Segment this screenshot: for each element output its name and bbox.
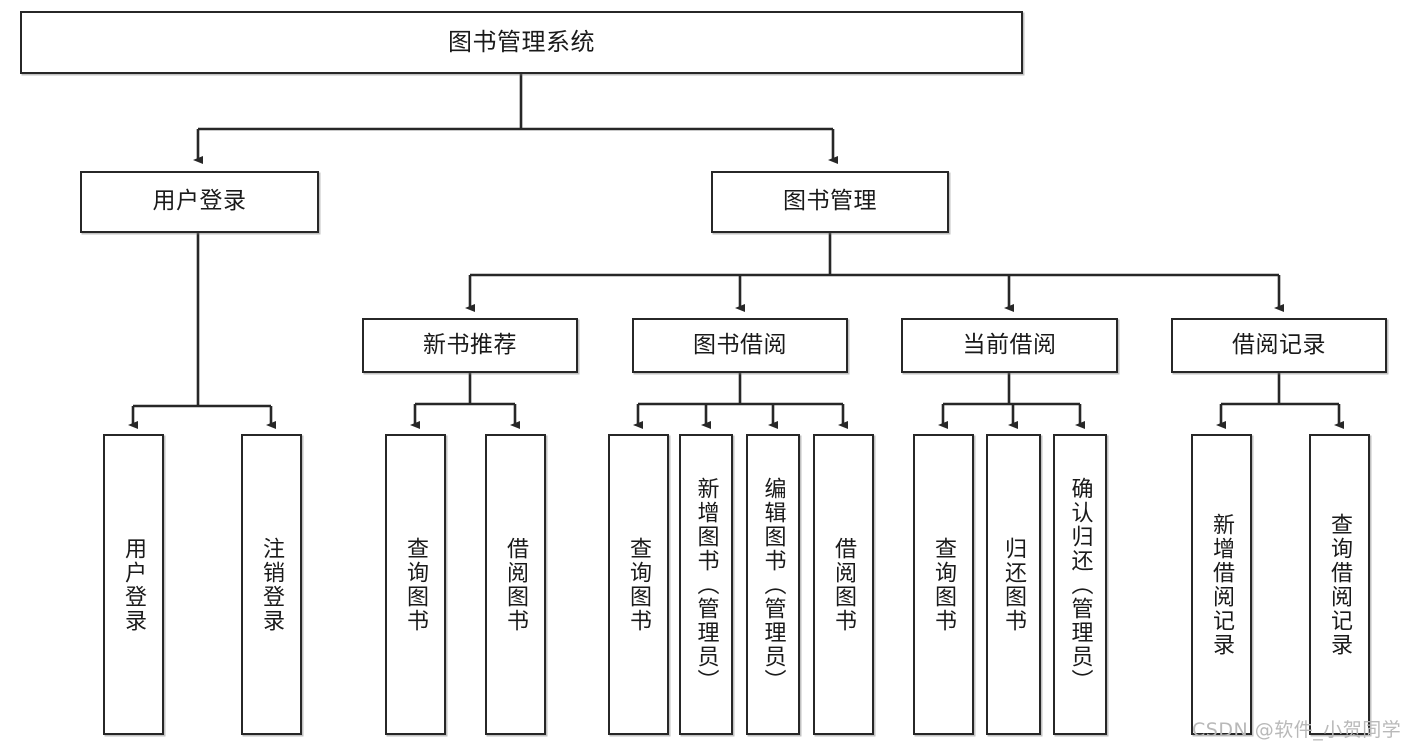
- node-leaf-return-book[interactable]: 归还图书: [986, 434, 1041, 735]
- csdn-watermark: CSDN @软件_小贺同学: [1192, 719, 1402, 741]
- node-leaf-query-book-2-label: 查询图书: [626, 536, 652, 633]
- node-leaf-query-book-3-label: 查询图书: [931, 536, 957, 633]
- node-leaf-query-book-1[interactable]: 查询图书: [385, 434, 446, 735]
- node-current-borrow[interactable]: 当前借阅: [901, 318, 1118, 373]
- node-leaf-query-book-2[interactable]: 查询图书: [608, 434, 669, 735]
- node-leaf-query-borrow-record[interactable]: 查询借阅记录: [1309, 434, 1370, 735]
- node-leaf-user-login[interactable]: 用户登录: [103, 434, 164, 735]
- node-book-manage-label: 图书管理: [783, 188, 877, 215]
- node-leaf-add-borrow-record[interactable]: 新增借阅记录: [1191, 434, 1252, 735]
- node-borrow-record[interactable]: 借阅记录: [1171, 318, 1387, 373]
- node-leaf-user-logout-label: 注销登录: [259, 536, 285, 633]
- node-leaf-query-book-1-label: 查询图书: [403, 536, 429, 633]
- node-current-borrow-label: 当前借阅: [962, 331, 1057, 358]
- node-leaf-confirm-return-label: 确认归还（管理员）: [1067, 476, 1093, 693]
- node-leaf-confirm-return[interactable]: 确认归还（管理员）: [1053, 434, 1107, 735]
- node-leaf-borrow-book-1[interactable]: 借阅图书: [485, 434, 546, 735]
- node-book-borrow[interactable]: 图书借阅: [632, 318, 848, 373]
- node-user-login[interactable]: 用户登录: [80, 171, 319, 233]
- node-root-label: 图书管理系统: [448, 28, 595, 57]
- node-leaf-user-logout[interactable]: 注销登录: [241, 434, 302, 735]
- node-new-book-recommend[interactable]: 新书推荐: [362, 318, 578, 373]
- node-new-book-recommend-label: 新书推荐: [423, 331, 517, 358]
- node-leaf-borrow-book-1-label: 借阅图书: [503, 536, 529, 633]
- node-leaf-query-book-3[interactable]: 查询图书: [913, 434, 974, 735]
- node-leaf-borrow-book-2[interactable]: 借阅图书: [813, 434, 874, 735]
- node-book-manage[interactable]: 图书管理: [711, 171, 949, 233]
- node-borrow-record-label: 借阅记录: [1232, 331, 1326, 358]
- node-leaf-add-borrow-record-label: 新增借阅记录: [1209, 512, 1235, 657]
- node-leaf-edit-book-admin-label: 编辑图书（管理员）: [760, 476, 786, 693]
- node-leaf-query-borrow-record-label: 查询借阅记录: [1327, 512, 1353, 657]
- node-leaf-edit-book-admin[interactable]: 编辑图书（管理员）: [746, 434, 800, 735]
- node-leaf-borrow-book-2-label: 借阅图书: [831, 536, 857, 633]
- node-leaf-add-book-admin[interactable]: 新增图书（管理员）: [679, 434, 733, 735]
- node-leaf-user-login-label: 用户登录: [121, 536, 147, 633]
- node-user-login-label: 用户登录: [152, 188, 247, 215]
- node-leaf-add-book-admin-label: 新增图书（管理员）: [693, 476, 719, 693]
- node-leaf-return-book-label: 归还图书: [1001, 536, 1027, 633]
- node-root[interactable]: 图书管理系统: [20, 11, 1023, 74]
- node-book-borrow-label: 图书借阅: [693, 331, 787, 358]
